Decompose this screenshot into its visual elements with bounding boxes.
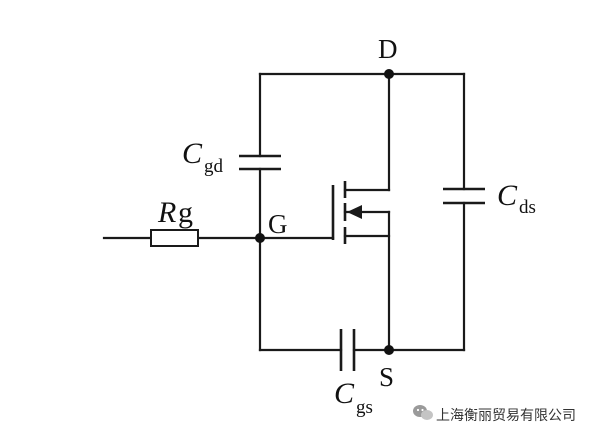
watermark: 上海衡丽贸易有限公司 <box>413 405 576 424</box>
label-cgd-sub: gd <box>204 156 224 177</box>
capacitor-cgs <box>339 329 356 371</box>
junction-source <box>384 345 394 355</box>
label-source: S <box>379 362 394 392</box>
resistor-rg <box>150 229 199 247</box>
wires <box>102 72 466 352</box>
label-rg-main: R <box>157 196 176 229</box>
label-drain: D <box>378 34 398 64</box>
junction-gate <box>255 233 265 243</box>
label-cgs-main: C <box>334 377 355 410</box>
capacitor-cds <box>443 187 485 205</box>
wechat-icon <box>413 405 433 420</box>
label-gate: G <box>268 209 288 239</box>
label-rg-sub: g <box>178 196 193 229</box>
label-cgs-sub: gs <box>356 397 373 418</box>
capacitor-cgd <box>239 154 281 171</box>
junction-drain <box>384 69 394 79</box>
label-cds-main: C <box>497 179 518 212</box>
label-cds-sub: ds <box>519 197 536 218</box>
label-cgd-main: C <box>182 137 203 170</box>
body-arrow-icon <box>347 205 362 219</box>
mosfet-symbol <box>331 181 362 244</box>
watermark-text: 上海衡丽贸易有限公司 <box>436 408 576 424</box>
